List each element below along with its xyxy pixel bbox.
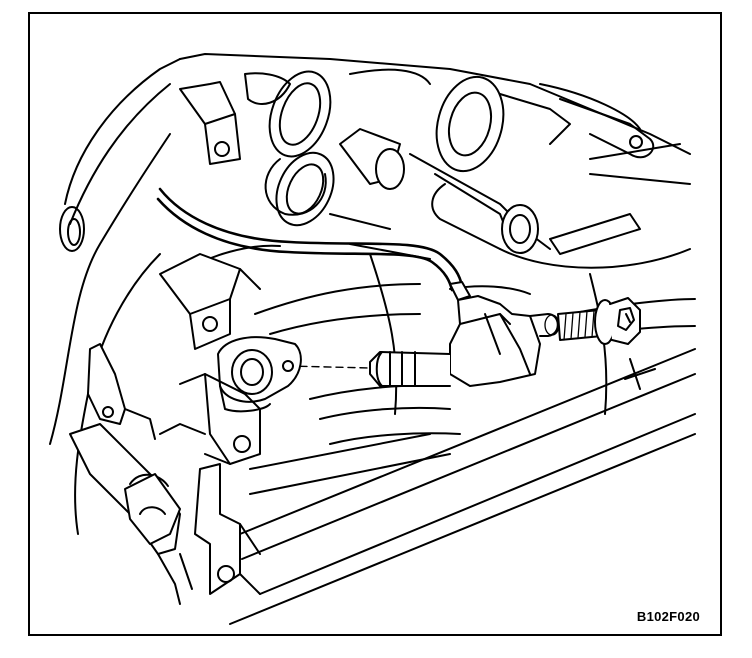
cylinder-head (179, 53, 691, 269)
engine-block-illustration (49, 53, 696, 625)
sensor-bolt (557, 297, 641, 345)
oil-pan-rail (229, 348, 696, 625)
illustration-frame: B102F020 (28, 12, 722, 636)
alignment-line (287, 365, 371, 369)
lower-bolt (69, 423, 193, 605)
figure-code: B102F020 (636, 609, 700, 624)
crank-sensor (369, 295, 560, 387)
left-brackets (87, 253, 261, 465)
sensor-wire (156, 187, 471, 301)
lower-bracket (194, 463, 261, 595)
sensor-mount-boss (217, 336, 302, 413)
